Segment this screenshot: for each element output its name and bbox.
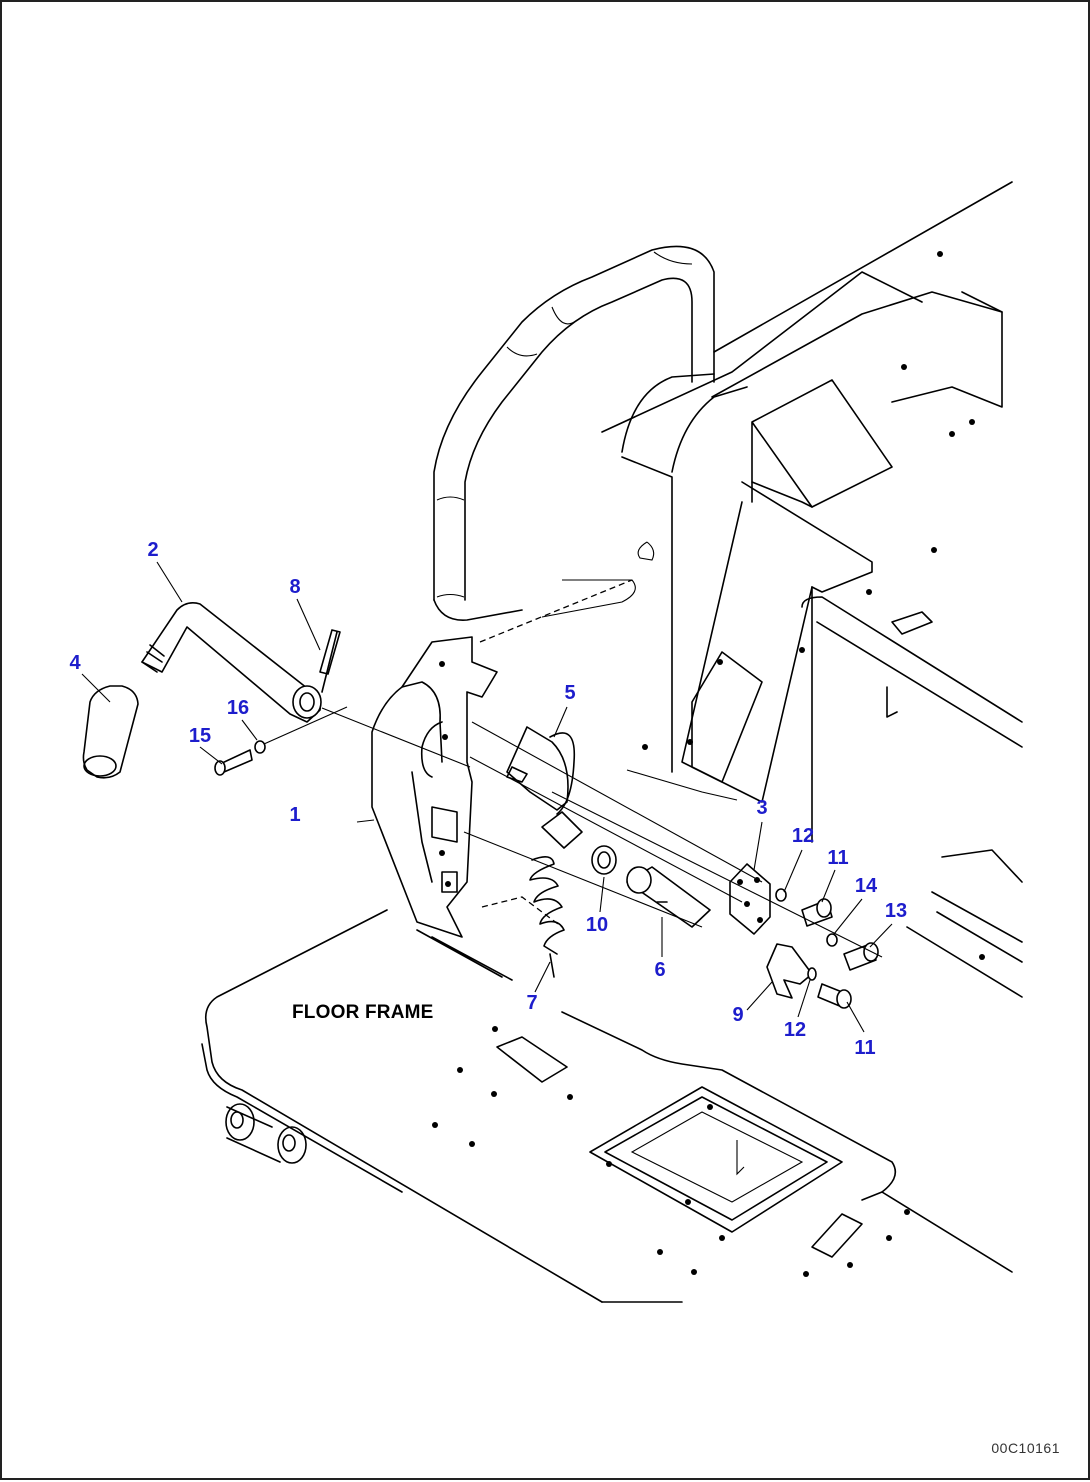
callout-4: 4 — [69, 652, 81, 674]
callout-7: 7 — [526, 992, 538, 1014]
part-2-lever — [141, 602, 322, 723]
part-5-rod — [541, 811, 583, 849]
part-10-bushing — [591, 845, 617, 875]
callout-2: 2 — [147, 539, 159, 561]
callout-3: 3 — [756, 797, 768, 819]
callout-9: 9 — [732, 1004, 744, 1026]
callout-14: 14 — [854, 875, 878, 897]
part-4-grip — [82, 685, 139, 779]
part-6-pin — [626, 866, 711, 928]
callout-12-lower: 12 — [783, 1019, 807, 1041]
floor-frame-label: FLOOR FRAME — [292, 1002, 434, 1023]
callout-6: 6 — [654, 959, 666, 981]
bolts-11-13 — [775, 888, 879, 1009]
part-15-16-bolt — [214, 706, 348, 776]
part-8-pin — [319, 629, 341, 693]
cab-frame — [433, 181, 1023, 998]
part-9-clip — [766, 943, 813, 999]
callout-11-upper: 11 — [827, 847, 849, 869]
callout-10: 10 — [585, 914, 609, 936]
callout-5: 5 — [564, 682, 576, 704]
part-1-bracket — [371, 636, 513, 981]
assembly-lines — [321, 541, 883, 958]
callout-13: 13 — [884, 900, 908, 922]
part-5-switch — [506, 726, 576, 815]
callout-12-upper: 12 — [791, 825, 815, 847]
callout-8: 8 — [289, 576, 301, 598]
callout-11-lower: 11 — [854, 1037, 876, 1059]
callout-16: 16 — [226, 697, 250, 719]
callout-15: 15 — [188, 725, 212, 747]
callout-1: 1 — [289, 804, 301, 826]
leader-lines — [81, 561, 893, 1033]
floor-frame — [201, 909, 1013, 1303]
part-7-spring — [529, 856, 565, 978]
drawing-code: 00C10161 — [991, 1440, 1060, 1456]
